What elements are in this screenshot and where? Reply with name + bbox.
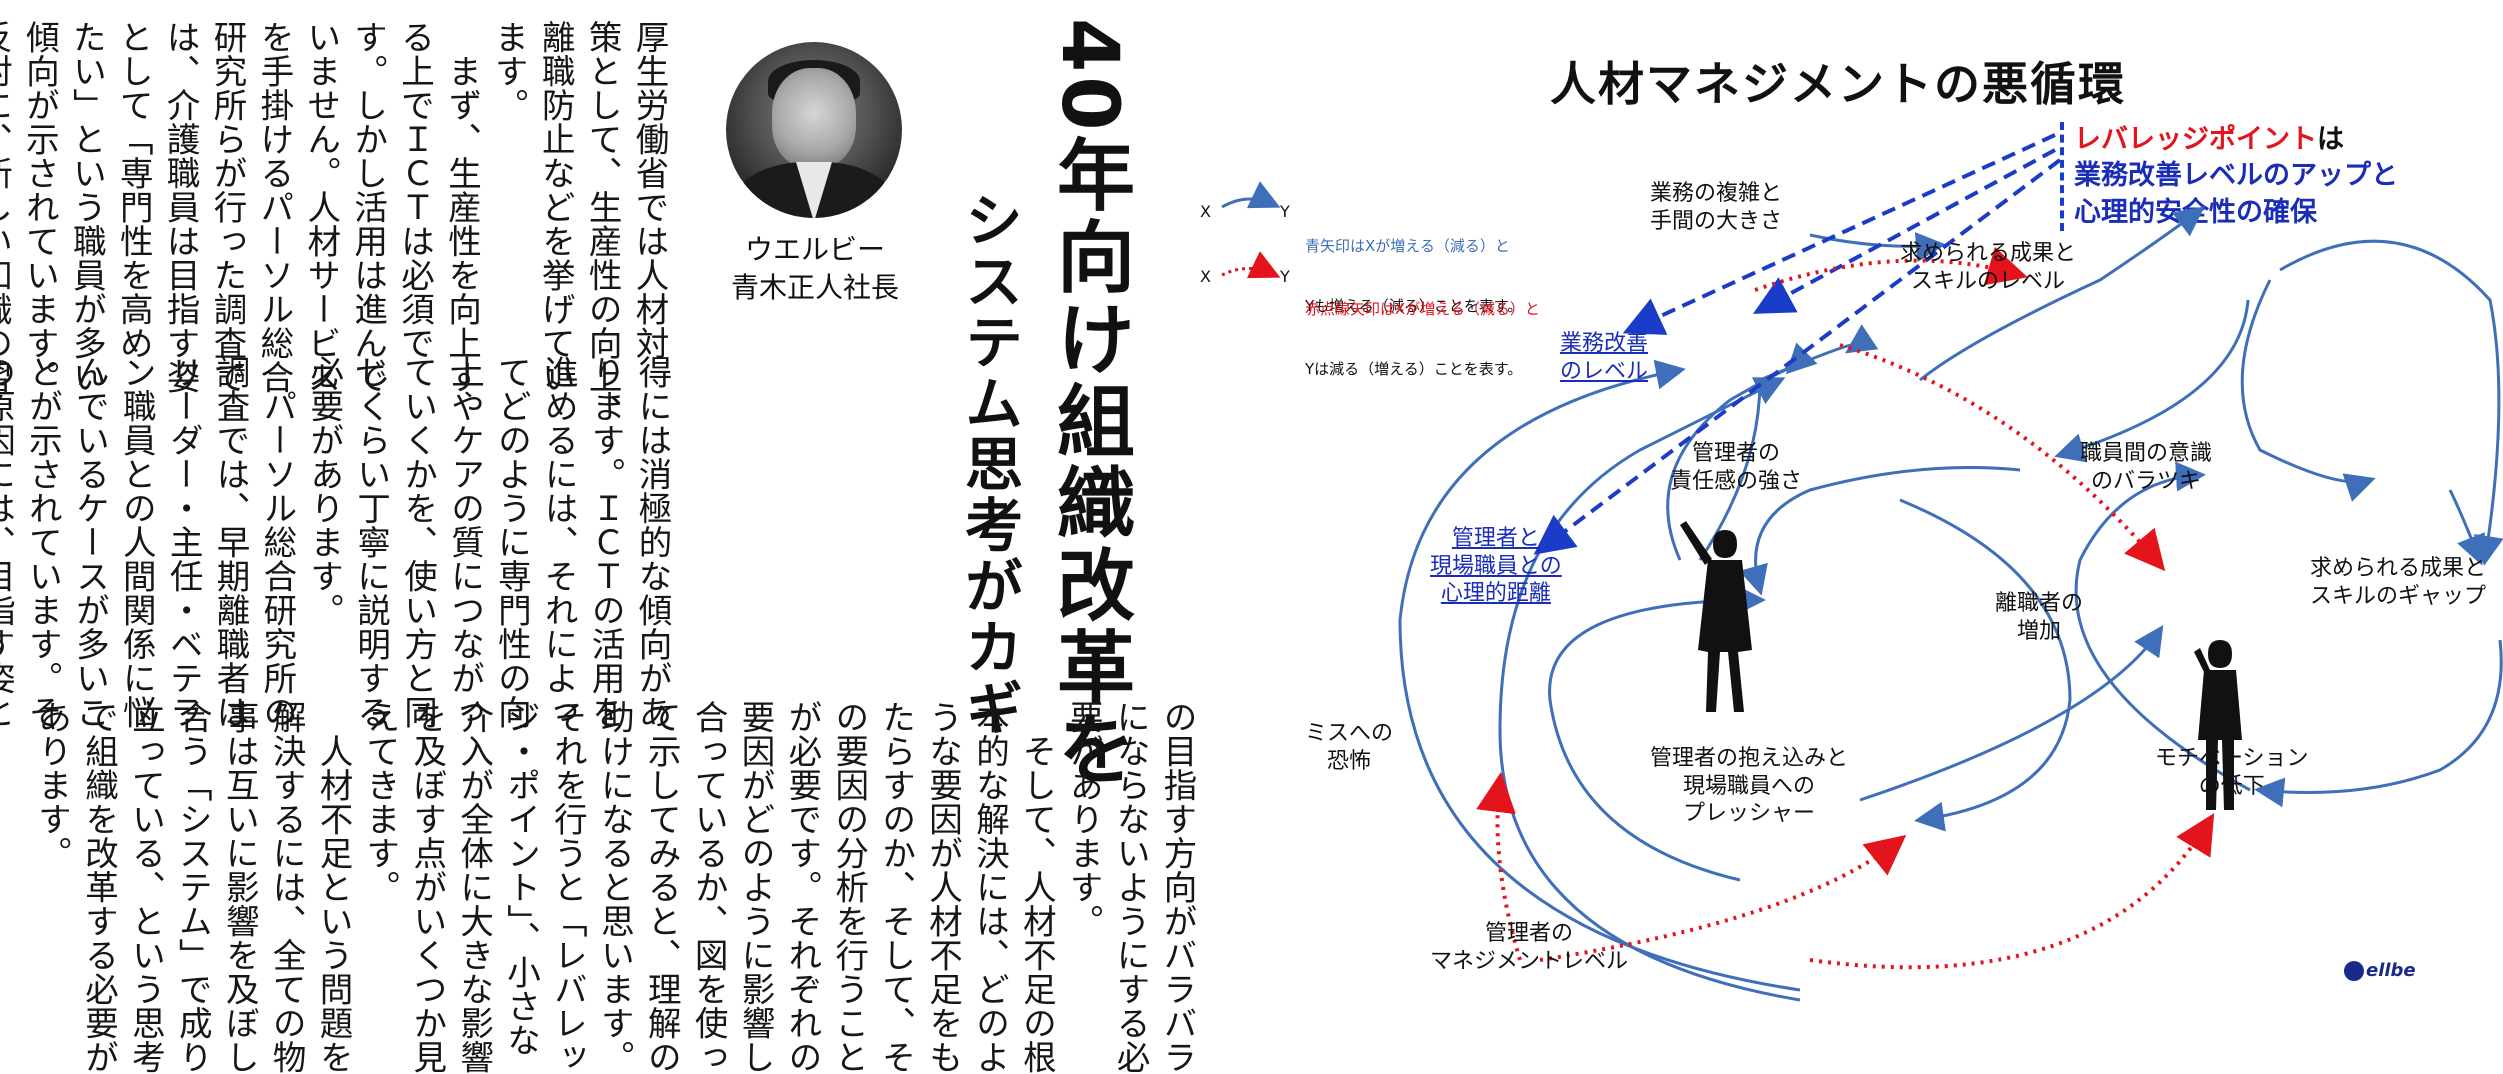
node-skill-gap: 求められる成果と スキルのギャップ [2310,556,2487,609]
legend-red-line1: 赤点線矢印はXが増える（減る）と [1305,299,1540,318]
article-line: 反対に、新しい知識の習 [0,20,13,394]
article-line: てどのように専門性の向 [492,355,532,729]
node-mgmt-level: 管理者の マネジメントレベル [1430,921,1629,974]
legend-y-2: Y [1280,267,1290,286]
legend-red: X Y [1200,267,1290,349]
article-line: て示してみると、理解の [642,700,682,1074]
legend-y-1: Y [1280,202,1290,221]
article-line: まず、生産性を向上す [442,20,482,394]
diagram-title: 人材マネジメントの悪循環 [1550,57,2126,111]
article-line: として「専門性を高め [114,20,154,360]
article-line: パーソル総合研究所の [257,355,297,729]
legend-red-arrow [1221,251,1281,279]
node-required-results: 求められる成果と スキルのレベル [1900,241,2077,294]
leverage-point-label: レバレッジポイント [2074,124,2317,155]
article-line: 必要があります。 [304,355,344,627]
article-body-bottom: の目指す方向がバラバラにならないようにする必要があります。 そして、人材不足の根… [28,700,1200,1074]
wellbe-logo: ellbe [2344,960,2416,981]
article-line: 要因がどのように影響し [735,700,775,1074]
article-line: それを行うと「レバレッ [548,700,588,1074]
author-photo [726,42,902,218]
legend-x-1: X [1200,202,1211,221]
article-line: にならないようにする必 [1111,700,1151,1074]
node-improvement: 業務改善 のレベル [1560,331,1649,384]
caption-company: ウエルビー [744,233,885,266]
article-line: 得には消極的な傾向があ [633,355,672,729]
article-headline: 40年向け組織改革を [1044,18,1134,791]
article-line: ていくかを、使い方と同 [398,355,438,729]
article-line: じくらい丁寧に説明する [351,355,391,729]
article-line: ジ・ポイント」、小さな [501,700,541,1058]
article-line: 要があります。 [1064,700,1104,938]
diagram: 人材マネジメントの悪循環 レバレッジポイントは 業務改善レベルのアップと 心理的… [1200,0,2503,1026]
article-line: リーダー・主任・ベテラ [164,355,204,729]
article-body-middle: 得には消極的な傾向があります。ＩＣＴの活用を進めるには、それによってどのように専… [0,355,675,729]
article-line: で組織を改革する必要が [79,700,119,1074]
article-line: 傾向が示されています。 [20,20,60,394]
article-line: 厚生労働省では人材対 [630,20,669,360]
article-line: とが示されています。そ [23,355,63,729]
article-line: たい」という職員が多い [67,20,107,394]
article-line: うな要因が人材不足をも [923,700,963,1074]
article: 40年向け組織改革を システム思考がカギ ウエルビー 青木正人社長 厚生労働省で… [0,0,1200,1074]
article-line: 事は互いに影響を及ぼし [220,700,260,1074]
article-line: ン職員との人間関係に悩 [117,355,157,729]
article-line: 調査では、早期離職者は [210,355,250,729]
article-line: る上でＩＣＴは必須で [395,20,435,360]
article-line: の要因の分析を行うこと [829,700,869,1074]
article-line: んでいるケースが多いこ [70,355,110,729]
legend-red-text: 赤点線矢印はXが増える（減る）と Yは減る（増える）ことを表す。 [1305,258,1540,420]
article-line: 解決するには、全ての物 [267,700,307,1074]
node-psych-distance: 管理者と 現場職員との 心理的距離 [1430,526,1562,606]
article-line: えてきます。 [360,700,400,904]
article-line: が必要です。それぞれの [782,700,822,1074]
node-responsibility: 管理者の 責任感の強さ [1670,441,1803,494]
article-line: 研究所らが行った調査で [207,20,247,394]
article-line: 立っている、という思考 [126,700,166,1074]
legend-blue-line2: Yも増える（減る）ことを表す。 [1305,297,1523,316]
article-line: す。しかし活用は進んで [348,20,388,394]
article-line: 上やケアの質につながっ [445,355,485,729]
legend-blue-text: 青矢印はXが増える（減る）と Yも増える（減る）ことを表す。 [1305,195,1522,357]
logo-text: ellbe [2366,960,2416,981]
article-line: 合う「システム」で成り [173,700,213,1074]
article-subheadline: システム思考がカギ [955,190,1023,739]
article-line: を及ぼす点がいくつか見 [407,700,447,1074]
article-line: 合っているか、図を使っ [689,700,729,1074]
legend-blue-arrow [1221,181,1281,209]
caption-name: 青木正人社長 [730,271,899,304]
leverage-point-suffix: は [2317,124,2344,155]
article-line: 進めるには、それによっ [539,355,579,729]
article-body-top: 厚生労働省では人材対策として、生産性の向上、離職防止などを挙げています。 まず、… [0,20,672,428]
article-line: 介入が全体に大きな影響 [454,700,494,1074]
legend-red-line2: Yは減る（増える）ことを表す。 [1305,360,1523,379]
legend-blue: X Y [1200,202,1290,284]
node-turnover: 離職者の 増加 [1995,591,2084,644]
article-line: ります。ＩＣＴの活用を [586,355,626,729]
article-line: は、介護職員は目指す姿 [161,20,201,394]
article-line: いません。人材サービス [301,20,341,394]
node-awareness-gap: 職員間の意識 のバラツキ [2080,441,2213,494]
article-line: たらすのか、そして、そ [876,700,916,1074]
article-line: の原因には、目指す姿と [0,355,16,729]
article-line: 策として、生産性の向上、 [583,20,623,428]
node-fear: ミスへの 恐怖 [1305,721,1394,774]
silhouette-figures [1680,521,2242,810]
node-complexity: 業務の複雑と 手間の大きさ [1650,181,1783,234]
article-line: 離職防止などを挙げてい [536,20,576,394]
loop-arrows [1221,133,2503,1002]
article-line: 人材不足という問題を [313,700,353,1074]
article-line: を手掛けるパーソル総合 [254,20,294,394]
article-line: そして、人材不足の根 [1017,700,1057,1074]
article-line: 本的な解決には、どのよ [970,700,1010,1074]
article-line: 助けになると思います。 [595,700,635,1074]
article-line: あります。 [32,700,72,870]
article-line: ます。 [489,20,529,122]
legend-x-2: X [1200,267,1211,286]
node-pressure: 管理者の抱え込みと 現場職員への プレッシャー [1650,746,1849,826]
article-line: の目指す方向がバラバラ [1158,700,1197,1074]
leverage-line-2: 業務改善レベルのアップと [2074,160,2398,192]
node-motivation: モチベーション の低下 [2155,746,2309,799]
legend-blue-line1: 青矢印はXが増える（減る）と [1305,236,1510,255]
